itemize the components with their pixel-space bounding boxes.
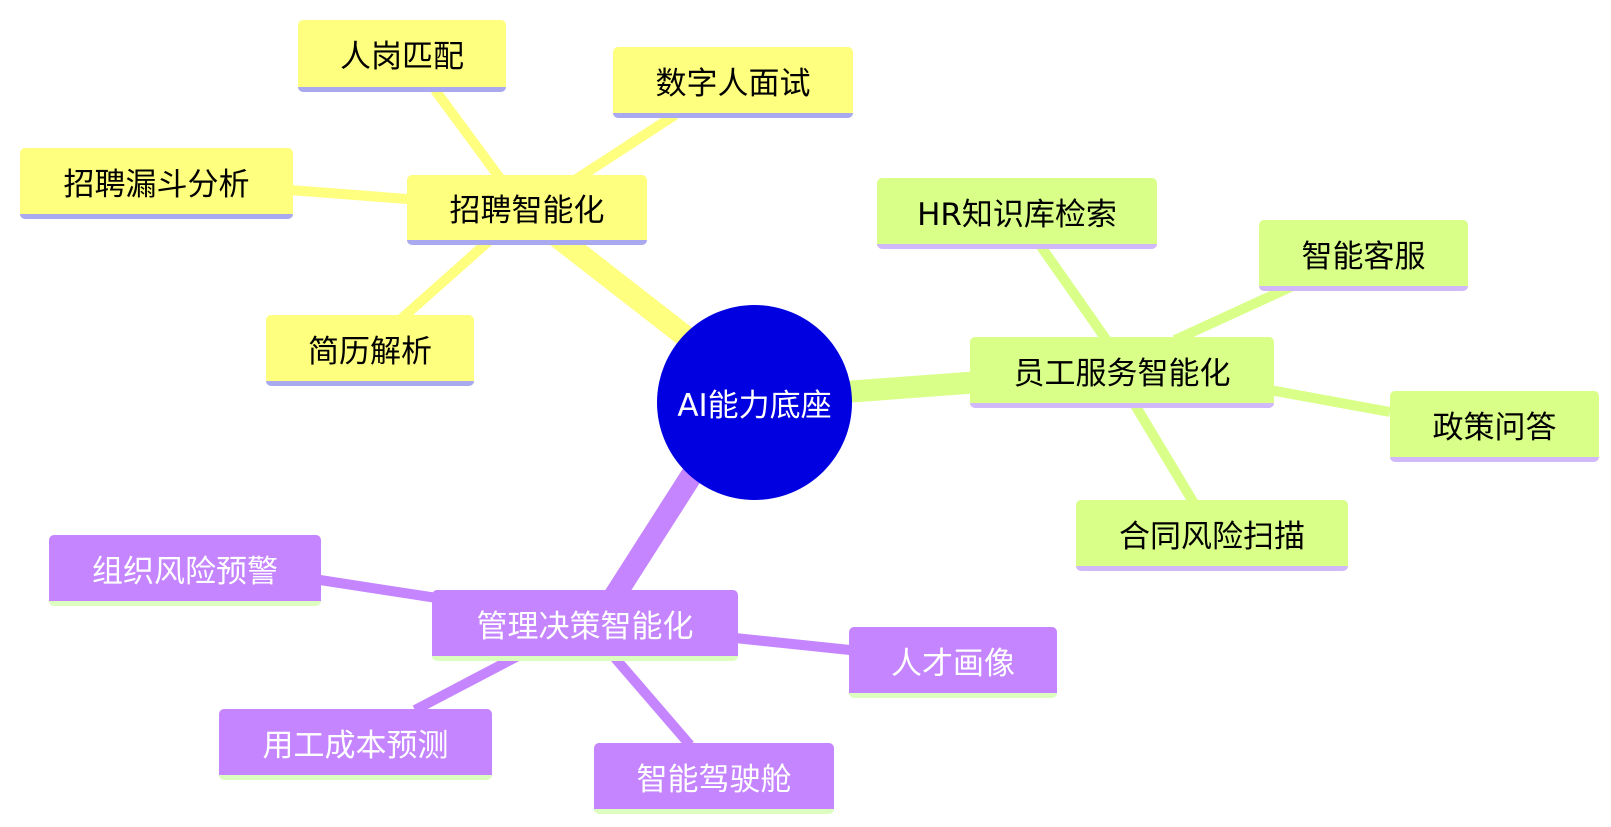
node-digital-interview: 数字人面试 — [613, 47, 853, 118]
edge-center-recruit — [544, 224, 701, 351]
edge-recruit-match — [430, 87, 510, 188]
branch-employee: 员工服务智能化 — [970, 337, 1274, 408]
edge-mgmt-talent — [734, 633, 851, 655]
node-contract-risk: 合同风险扫描 — [1076, 500, 1348, 571]
edge-recruit-funnel — [289, 185, 421, 205]
edge-mgmt-risk — [319, 575, 451, 605]
node-resume-parse: 简历解析 — [266, 315, 474, 386]
edge-recruit-interview — [572, 110, 678, 185]
node-person-job-match: 人岗匹配 — [298, 20, 506, 92]
edge-center-management — [601, 459, 706, 611]
edge-center-employee — [834, 371, 991, 403]
node-talent-profile: 人才画像 — [849, 627, 1057, 698]
node-org-risk-alert: 组织风险预警 — [49, 535, 321, 606]
edge-mgmt-cockpit — [611, 654, 694, 749]
node-hr-kb-search: HR知识库检索 — [877, 178, 1157, 249]
edge-employee-kb — [1035, 242, 1115, 348]
branch-recruit: 招聘智能化 — [407, 175, 647, 245]
branch-management: 管理决策智能化 — [432, 590, 738, 661]
center-node: AI能力底座 — [657, 305, 852, 500]
edge-mgmt-cost — [412, 650, 523, 715]
node-recruit-funnel: 招聘漏斗分析 — [20, 148, 293, 219]
edge-employee-policy — [1269, 385, 1391, 417]
edge-employee-cs — [1172, 280, 1298, 345]
edge-employee-contract — [1130, 402, 1200, 508]
node-smart-cs: 智能客服 — [1259, 220, 1468, 291]
edge-recruit-resume — [396, 236, 494, 324]
node-policy-qa: 政策问答 — [1390, 391, 1599, 462]
node-labor-cost-forecast: 用工成本预测 — [219, 709, 492, 780]
node-smart-cockpit: 智能驾驶舱 — [594, 743, 834, 814]
